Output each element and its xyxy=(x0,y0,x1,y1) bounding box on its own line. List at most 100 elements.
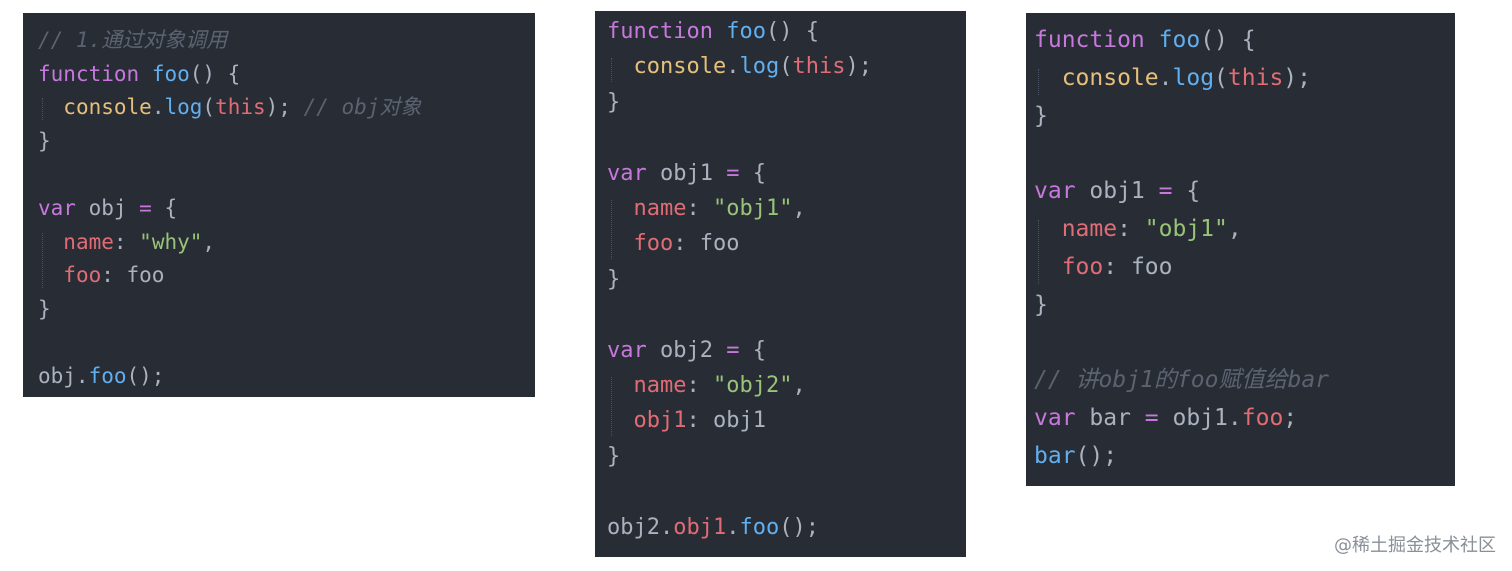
code-token: foo xyxy=(63,263,102,288)
code-token: foo xyxy=(151,61,190,86)
code-token: () { xyxy=(1200,27,1256,53)
code-line: console.log(this); xyxy=(1034,63,1311,93)
code-token: { xyxy=(739,337,766,363)
code-token: = xyxy=(1144,405,1159,431)
code-token: () { xyxy=(189,61,241,86)
code-line: foo: foo xyxy=(607,229,740,259)
code-line: name: "obj2", xyxy=(607,371,806,401)
code-token: obj xyxy=(75,196,140,220)
code-line: } xyxy=(38,126,51,156)
code-token: : xyxy=(686,196,713,221)
code-token: } xyxy=(1034,102,1048,129)
code-token: obj. xyxy=(38,364,89,388)
code-token: } xyxy=(607,266,621,292)
code-token: ); xyxy=(845,54,872,80)
code-token: } xyxy=(38,296,51,321)
code-token: : obj1 xyxy=(686,408,766,434)
code-token: log xyxy=(164,95,203,120)
code-line: } xyxy=(607,442,620,472)
code-line: name: "why", xyxy=(38,227,215,257)
indent-guide xyxy=(42,232,43,288)
code-token: // obj对象 xyxy=(303,95,422,120)
code-line: // 讲obj1的foo赋值给bar xyxy=(1034,365,1329,395)
code-token: = xyxy=(139,196,152,220)
code-token: foo xyxy=(739,514,780,540)
code-token: this xyxy=(1227,64,1284,91)
code-token: obj2. xyxy=(607,514,674,540)
code-token: : foo xyxy=(1103,253,1173,280)
code-token: ( xyxy=(779,54,793,80)
code-token: } xyxy=(607,443,621,469)
code-token: console xyxy=(1061,64,1159,91)
code-token: ( xyxy=(202,95,216,120)
code-token: : foo xyxy=(673,231,740,257)
code-token: foo xyxy=(633,231,674,257)
code-token: { xyxy=(1172,178,1201,205)
code-token: obj1 xyxy=(1075,178,1159,205)
code-token: obj1. xyxy=(1158,405,1242,431)
code-token: "why" xyxy=(139,229,203,254)
code-line: var bar = obj1.foo; xyxy=(1034,403,1297,433)
code-line: name: "obj1", xyxy=(1034,214,1242,244)
code-line: var obj = { xyxy=(38,193,177,223)
code-token: obj2 xyxy=(646,337,727,363)
code-token: ); xyxy=(265,95,304,120)
watermark-text: @稀土掘金技术社区 xyxy=(1334,535,1496,556)
code-token xyxy=(713,19,726,44)
indent-guide xyxy=(611,377,612,436)
code-token: () { xyxy=(765,19,819,44)
code-token: foo xyxy=(1061,253,1104,280)
code-token: foo xyxy=(1158,27,1201,53)
code-token: "obj1" xyxy=(712,196,793,221)
code-token: ; xyxy=(1283,405,1298,431)
code-token: { xyxy=(739,160,766,186)
code-token: , xyxy=(202,229,216,254)
code-token: name xyxy=(633,196,687,221)
code-token: console xyxy=(63,95,152,120)
code-token: "obj2" xyxy=(712,373,793,398)
code-line: var obj1 = { xyxy=(1034,176,1200,206)
code-line: console.log(this); // obj对象 xyxy=(38,92,421,122)
code-token: var xyxy=(607,160,647,186)
code-token: name xyxy=(633,373,687,398)
code-token: foo xyxy=(726,19,766,44)
code-token: = xyxy=(726,337,740,363)
code-line: bar(); xyxy=(1034,441,1117,471)
code-token: var xyxy=(1034,405,1076,431)
code-token: . xyxy=(726,514,740,540)
code-token: var xyxy=(38,196,76,220)
code-token: name xyxy=(63,229,114,254)
code-line: } xyxy=(607,265,620,295)
code-token: , xyxy=(792,373,806,398)
code-line: } xyxy=(607,88,620,118)
code-token: : foo xyxy=(101,263,165,288)
code-token: var xyxy=(607,337,647,363)
code-panel-3: function foo() { console.log(this);}var … xyxy=(1026,13,1455,486)
code-token: = xyxy=(1158,178,1173,205)
code-token: : xyxy=(686,373,713,398)
code-token: { xyxy=(151,196,178,220)
code-token: } xyxy=(1034,291,1048,318)
code-token: function xyxy=(38,61,140,86)
indent-guide xyxy=(1038,68,1039,95)
code-token: log xyxy=(739,54,780,80)
code-token: log xyxy=(1172,64,1215,91)
code-token: this xyxy=(792,54,846,80)
code-token: . xyxy=(151,95,165,120)
code-token: , xyxy=(792,196,806,221)
code-token: this xyxy=(215,95,266,120)
code-line: var obj1 = { xyxy=(607,159,766,189)
code-token: , xyxy=(1227,216,1242,242)
code-line: function foo() { xyxy=(38,59,240,89)
code-token: } xyxy=(607,89,621,115)
code-line: function foo() { xyxy=(607,17,819,47)
code-token xyxy=(139,62,152,86)
code-token: bar xyxy=(1075,405,1145,431)
code-token: obj1 xyxy=(673,514,727,540)
code-line: } xyxy=(1034,290,1048,320)
code-line: obj.foo(); xyxy=(38,361,164,391)
code-line: obj1: obj1 xyxy=(607,406,766,436)
code-token: (); xyxy=(779,514,819,540)
code-line: name: "obj1", xyxy=(607,194,806,224)
code-line: } xyxy=(1034,101,1048,131)
